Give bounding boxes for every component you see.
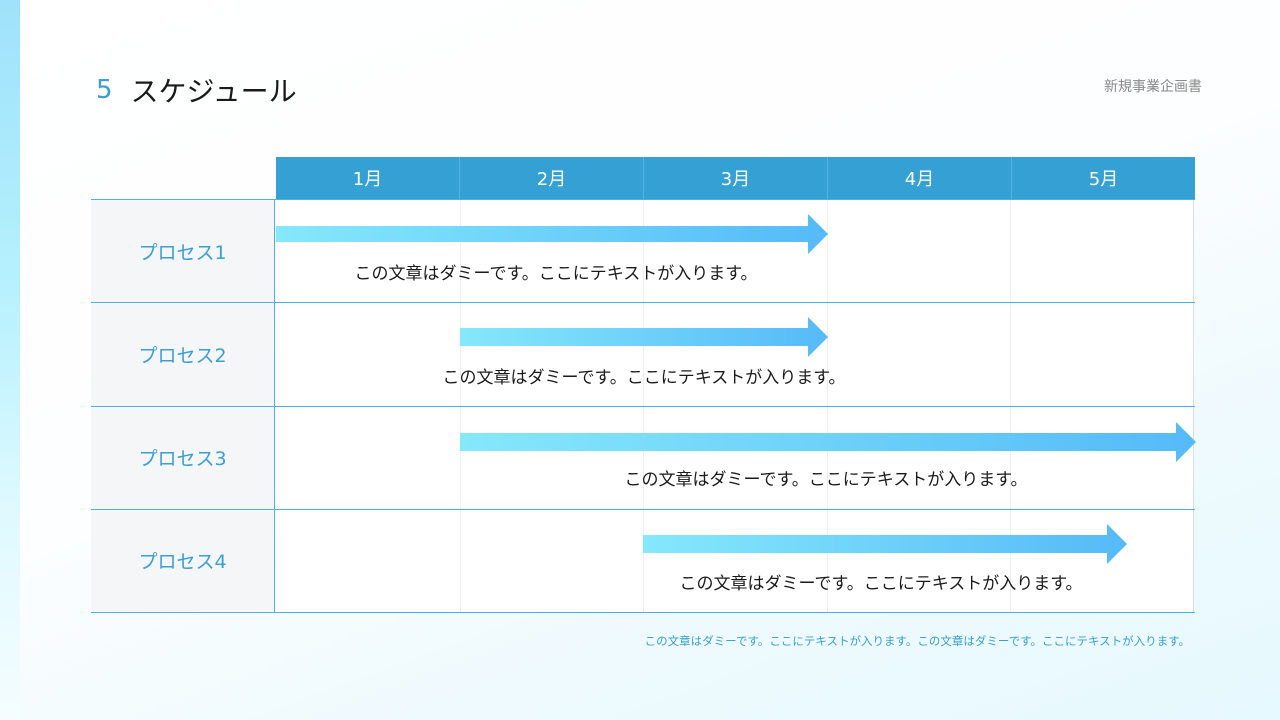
- document-name: 新規事業企画書: [1104, 79, 1202, 95]
- table-row: プロセス3 この文章はダミーです。ここにテキストが入ります。: [91, 405, 1196, 509]
- page-title: 5 スケジュール: [96, 70, 297, 110]
- month-header-4: 4月: [827, 157, 1011, 199]
- timeline-arrow: [276, 214, 828, 254]
- timeline-cell: この文章はダミーです。ここにテキストが入ります。: [276, 509, 1194, 612]
- month-divider: [643, 406, 645, 509]
- process-description: この文章はダミーです。ここにテキストが入ります。: [679, 573, 1083, 594]
- month-divider: [826, 200, 828, 303]
- month-divider: [1010, 200, 1012, 303]
- month-header-1: 1月: [352, 169, 383, 190]
- month-divider: [1010, 303, 1012, 406]
- month-divider: [459, 303, 461, 406]
- month-divider: [643, 200, 645, 303]
- process-description: この文章はダミーです。ここにテキストが入ります。: [354, 264, 758, 284]
- month-divider: [826, 509, 828, 612]
- timeline-arrow: [460, 421, 1196, 462]
- process-label: プロセス2: [91, 303, 275, 406]
- side-accent-strip: [0, 0, 20, 720]
- footnote: この文章はダミーです。ここにテキストが入ります。この文章はダミーです。ここにテキ…: [644, 634, 1190, 648]
- section-number: 5: [96, 75, 113, 105]
- month-divider: [1010, 406, 1012, 509]
- month-divider: [1010, 509, 1012, 612]
- table-row: プロセス4 この文章はダミーです。ここにテキストが入ります。: [91, 508, 1195, 613]
- process-label: プロセス3: [91, 406, 275, 509]
- section-title: スケジュール: [130, 75, 297, 108]
- process-description: この文章はダミーです。ここにテキストが入ります。: [624, 469, 1028, 490]
- timeline-arrow: [460, 317, 828, 358]
- table-row: プロセス1 この文章はダミーです。ここにテキストが入ります。: [91, 199, 1195, 303]
- month-divider: [459, 200, 461, 303]
- month-header-3: 3月: [643, 157, 827, 199]
- month-divider: [459, 406, 461, 509]
- process-description: この文章はダミーです。ここにテキストが入ります。: [442, 368, 846, 389]
- month-divider: [459, 509, 461, 612]
- timeline-cell: この文章はダミーです。ここにテキストが入ります。: [276, 200, 1194, 303]
- timeline-cell: この文章はダミーです。ここにテキストが入ります。: [276, 406, 1196, 509]
- month-header-2: 2月: [459, 157, 643, 199]
- month-header: 1月 2月 3月 4月 5月: [276, 157, 1195, 199]
- schedule-table: 1月 2月 3月 4月 5月 プロセス1 この文章はダミーです。ここにテキストが…: [91, 157, 1196, 613]
- month-divider: [826, 303, 828, 406]
- schedule-rows: プロセス1 この文章はダミーです。ここにテキストが入ります。 プロセス2: [91, 199, 1196, 613]
- process-label: プロセス4: [91, 509, 275, 612]
- timeline-arrow: [643, 523, 1127, 564]
- timeline-cell: この文章はダミーです。ここにテキストが入ります。: [276, 303, 1194, 406]
- month-divider: [643, 303, 645, 406]
- table-row: プロセス2 この文章はダミーです。ここにテキストが入ります。: [91, 302, 1195, 406]
- month-header-5: 5月: [1011, 157, 1195, 199]
- process-label: プロセス1: [91, 200, 275, 303]
- month-divider: [826, 406, 828, 509]
- month-divider: [643, 509, 645, 612]
